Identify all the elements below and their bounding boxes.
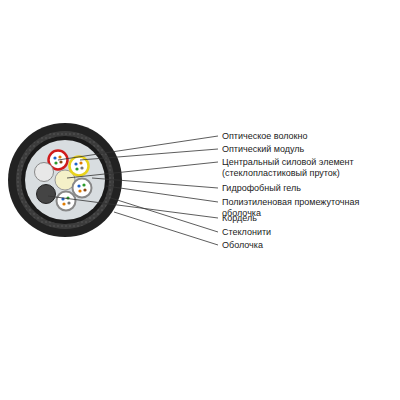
- cordel: [35, 163, 54, 182]
- callout-label: Стеклонити: [222, 227, 392, 238]
- callout-label: Оптическое волокно: [222, 131, 392, 142]
- core-gel: [25, 140, 105, 220]
- callout-label: Оптический модуль: [222, 144, 392, 155]
- callout-label: Гидрофобный гель: [222, 183, 392, 194]
- callout-label: Кордель: [222, 213, 392, 224]
- cordel: [37, 185, 56, 204]
- glass-yarn: [16, 131, 114, 229]
- intermediate-sheath: [21, 136, 109, 224]
- leader-lines: [48, 136, 218, 245]
- outer-sheath: [8, 123, 122, 237]
- callout-label: Центральный силовой элемент (стеклопласт…: [222, 157, 372, 179]
- callout-label: Оболочка: [222, 240, 392, 251]
